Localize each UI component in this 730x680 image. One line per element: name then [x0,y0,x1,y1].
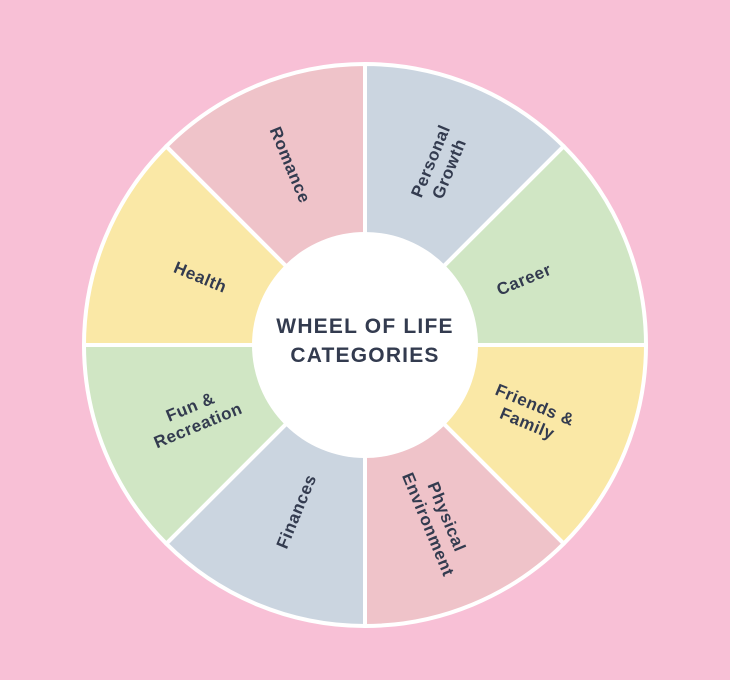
center-title-line2: CATEGORIES [290,344,439,367]
center-title-line1: WHEEL OF LIFE [276,315,453,338]
wheel-center-circle [252,232,478,458]
